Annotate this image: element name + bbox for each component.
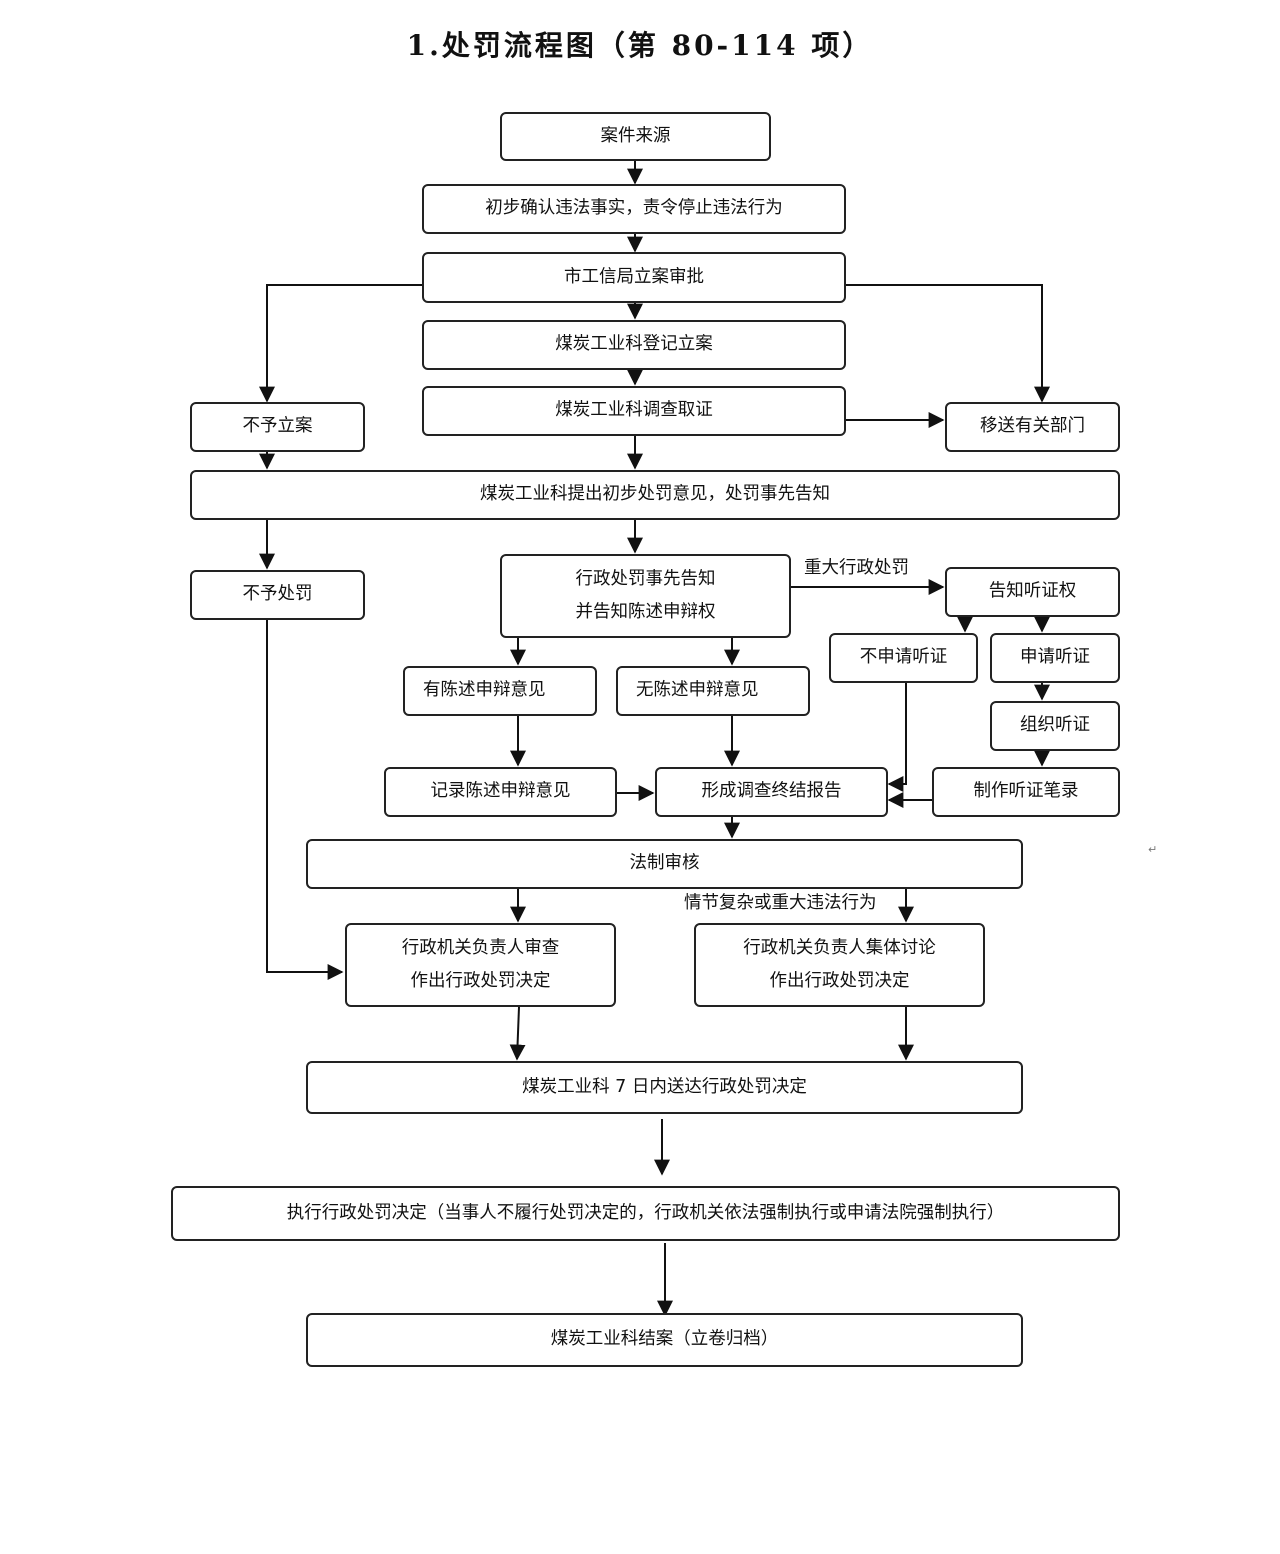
- apply-hearing-box: 申请听证: [990, 633, 1120, 683]
- confirm-facts-label: 初步确认违法事实，责令停止违法行为: [485, 198, 783, 219]
- has-statement-label: 有陈述申辩意见: [423, 680, 546, 701]
- hearing-right-box: 告知听证权: [945, 567, 1120, 617]
- hearing-record-box: 制作听证笔录: [932, 767, 1120, 817]
- register-box: 煤炭工业科登记立案: [422, 320, 846, 370]
- approval-label: 市工信局立案审批: [564, 266, 704, 287]
- return-mark: ↵: [1148, 843, 1158, 856]
- propose-label: 煤炭工业科提出初步处罚意见，处罚事先告知: [480, 484, 830, 505]
- has-statement-box: 有陈述申辩意见: [403, 666, 597, 716]
- final-report-label: 形成调查终结报告: [701, 781, 842, 802]
- legal-review-box: 法制审核: [306, 839, 1023, 889]
- final-report-box: 形成调查终结报告: [655, 767, 888, 817]
- no-case-box: 不予立案: [190, 402, 365, 452]
- collective-discussion-box: 行政机关负责人集体讨论 作出行政处罚决定: [694, 923, 985, 1007]
- no-case-label: 不予立案: [242, 416, 313, 437]
- investigate-label: 煤炭工业科调查取证: [555, 400, 713, 421]
- edge-approval-transfer: [846, 284, 1050, 403]
- collective-discussion-label-line1: 行政机关负责人集体讨论: [743, 937, 936, 958]
- head-review-box: 行政机关负责人审查 作出行政处罚决定: [345, 923, 616, 1007]
- no-penalty-box: 不予处罚: [190, 570, 365, 620]
- notice-label-line2: 并告知陈述申辩权: [575, 602, 716, 622]
- register-label: 煤炭工业科登记立案: [555, 334, 713, 355]
- page-title: 1.处罚流程图（第 80-114 项）: [406, 29, 874, 62]
- legal-review-label: 法制审核: [629, 853, 700, 874]
- close-case-label: 煤炭工业科结案（立卷归档）: [550, 1329, 779, 1350]
- edge-nopenalty-headreview: [266, 620, 344, 980]
- transfer-label: 移送有关部门: [980, 416, 1085, 437]
- propose-box: 煤炭工业科提出初步处罚意见，处罚事先告知: [190, 470, 1120, 520]
- case-source-box: 案件来源: [500, 112, 771, 161]
- organize-hearing-box: 组织听证: [990, 701, 1120, 751]
- no-penalty-label: 不予处罚: [242, 584, 313, 605]
- no-apply-hearing-box: 不申请听证: [829, 633, 978, 683]
- hearing-right-label: 告知听证权: [988, 581, 1077, 602]
- execute-decision-box: 执行行政处罚决定（当事人不履行处罚决定的，行政机关依法强制执行或申请法院强制执行…: [171, 1186, 1120, 1241]
- no-apply-hearing-label: 不申请听证: [859, 647, 948, 668]
- major-penalty-label: 重大行政处罚: [804, 558, 909, 578]
- execute-decision-label: 执行行政处罚决定（当事人不履行处罚决定的，行政机关依法强制执行或申请法院强制执行…: [286, 1202, 1005, 1223]
- notice-label-line1: 行政处罚事先告知: [575, 568, 716, 589]
- transfer-box: 移送有关部门: [945, 402, 1120, 452]
- head-review-label-line1: 行政机关负责人审查: [401, 937, 560, 958]
- complex-case-label: 情节复杂或重大违法行为: [684, 893, 877, 913]
- no-statement-label: 无陈述申辩意见: [636, 680, 759, 701]
- apply-hearing-label: 申请听证: [1020, 647, 1090, 668]
- head-review-label-line2: 作出行政处罚决定: [410, 971, 551, 991]
- confirm-facts-box: 初步确认违法事实，责令停止违法行为: [422, 184, 846, 234]
- record-statement-label: 记录陈述申辩意见: [430, 781, 571, 802]
- organize-hearing-label: 组织听证: [1020, 715, 1090, 736]
- investigate-box: 煤炭工业科调查取证: [422, 386, 846, 436]
- no-statement-box: 无陈述申辩意见: [616, 666, 810, 716]
- collective-discussion-label-line2: 作出行政处罚决定: [769, 971, 910, 991]
- approval-box: 市工信局立案审批: [422, 252, 846, 303]
- notice-box: 行政处罚事先告知 并告知陈述申辩权: [500, 554, 791, 638]
- edge-approval-nocase: [259, 284, 422, 403]
- edge-headreview-deliver: [509, 1006, 526, 1061]
- deliver-decision-box: 煤炭工业科 7 日内送达行政处罚决定: [306, 1061, 1023, 1114]
- hearing-record-label: 制作听证笔录: [973, 781, 1079, 802]
- record-statement-box: 记录陈述申辩意见: [384, 767, 617, 817]
- deliver-decision-label: 煤炭工业科 7 日内送达行政处罚决定: [522, 1076, 807, 1097]
- close-case-box: 煤炭工业科结案（立卷归档）: [306, 1313, 1023, 1367]
- edge-noapply-report: [887, 683, 907, 792]
- case-source-label: 案件来源: [600, 125, 671, 146]
